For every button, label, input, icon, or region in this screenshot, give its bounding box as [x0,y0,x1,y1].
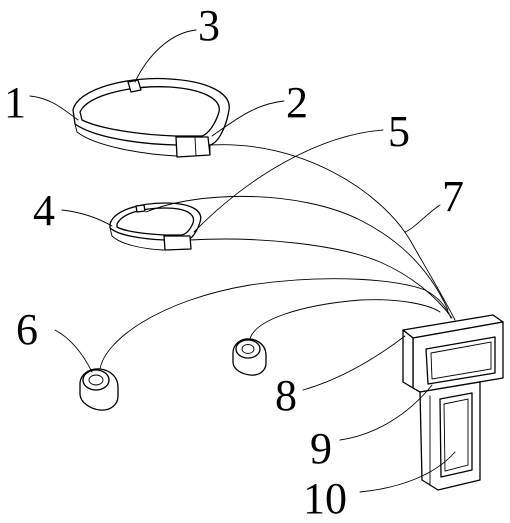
label-5: 5 [388,107,410,156]
label-7: 7 [442,172,464,221]
right-earpiece [232,338,267,376]
small-band [109,202,202,251]
controller [402,314,504,491]
label-10: 10 [303,474,347,523]
label-8: 8 [275,371,297,420]
leader-lines [29,29,456,493]
label-2: 2 [286,78,308,127]
label-3: 3 [198,1,220,50]
part-labels: 1 2 3 4 5 6 7 8 9 10 [4,1,464,523]
large-band [72,77,230,158]
left-earpiece [79,368,119,411]
label-6: 6 [16,305,38,354]
wires [99,144,456,370]
label-1: 1 [4,78,26,127]
label-4: 4 [33,186,55,235]
label-9: 9 [310,424,332,473]
